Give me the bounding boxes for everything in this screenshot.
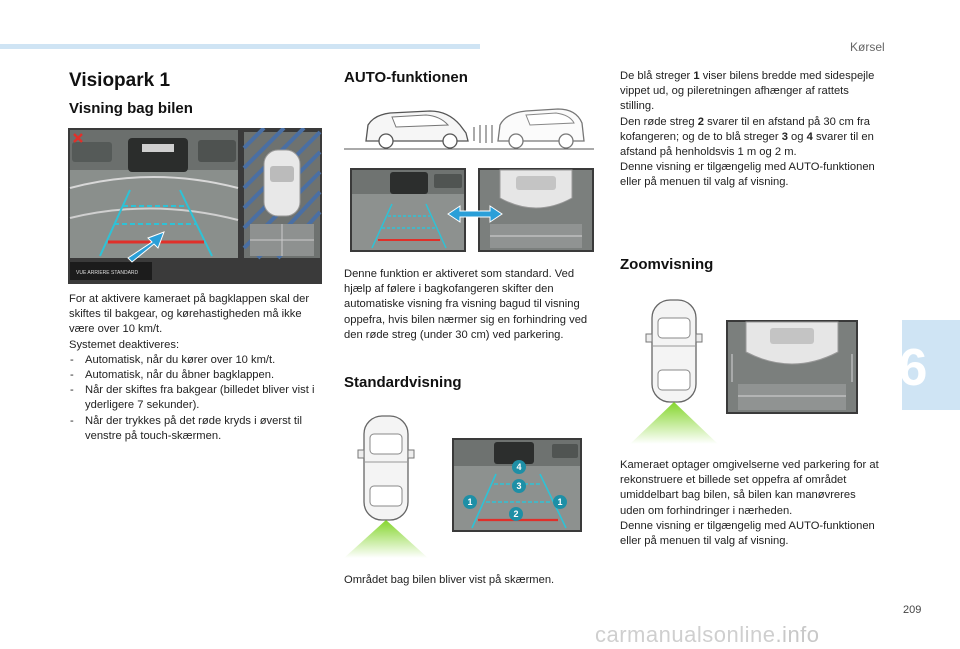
rear-view-description: For at aktivere kameraet på bagklappen s…	[69, 292, 325, 444]
deactivated-label: Systemet deaktiveres:	[69, 338, 180, 351]
guide-lines-description: De blå streger 1 viser bilens bredde med…	[620, 69, 882, 191]
page-title: Visiopark 1	[69, 70, 171, 91]
rear-camera-screen-image: VUE ARRIERE STANDARD	[68, 128, 322, 284]
header-bar	[0, 44, 480, 49]
paragraph: Den røde streg 2 svarer til en afstand p…	[620, 115, 874, 159]
zoom-view-illustration	[620, 292, 870, 444]
paragraph: Denne visning er tilgængelig med AUTO-fu…	[620, 519, 875, 548]
list-item: Når der skiftes fra bakgear (billedet bl…	[69, 383, 325, 413]
auto-function-text: Denne funktion er aktiveret som standard…	[344, 268, 588, 341]
chapter-number: 6	[898, 339, 928, 397]
standard-view-caption: Området bag bilen bliver vist på skærmen…	[344, 574, 555, 586]
guide-number-1-right: 1	[557, 497, 562, 507]
standard-view-illustration: 4 3 1 1 2	[344, 404, 594, 558]
guide-number-2: 2	[513, 509, 518, 519]
deactivation-list: Automatisk, når du kører over 10 km/t. A…	[69, 353, 325, 444]
watermark: carmanualsonline.info	[595, 622, 820, 647]
list-item: Automatisk, når du åbner bagklappen.	[69, 368, 325, 383]
rear-view-heading: Visning bag bilen	[69, 100, 193, 117]
page-number: 209	[903, 604, 922, 616]
guide-number-4: 4	[516, 462, 521, 472]
section-name: Kørsel	[850, 40, 885, 54]
zoom-view-description: Kameraet optager omgivelserne ved parker…	[620, 458, 882, 549]
paragraph: Kameraet optager omgivelserne ved parker…	[620, 459, 879, 517]
zoom-view-heading: Zoomvisning	[620, 256, 714, 273]
standard-view-heading: Standardvisning	[344, 374, 462, 391]
guide-number-3: 3	[516, 481, 521, 491]
intro-text: For at aktivere kameraet på bagklappen s…	[69, 293, 310, 336]
list-item: Automatisk, når du kører over 10 km/t.	[69, 353, 325, 368]
cars-approaching-illustration	[344, 95, 594, 155]
list-item: Når der trykkes på det røde kryds i øver…	[69, 414, 325, 444]
auto-switch-illustration	[350, 168, 594, 252]
chapter-tab	[902, 320, 960, 410]
auto-function-heading: AUTO-funktionen	[344, 69, 468, 86]
camera-screen-label: VUE ARRIERE STANDARD	[76, 270, 139, 276]
guide-number-1-left: 1	[467, 497, 472, 507]
paragraph: De blå streger 1 viser bilens bredde med…	[620, 70, 875, 113]
paragraph: Denne visning er tilgængelig med AUTO-fu…	[620, 161, 875, 189]
